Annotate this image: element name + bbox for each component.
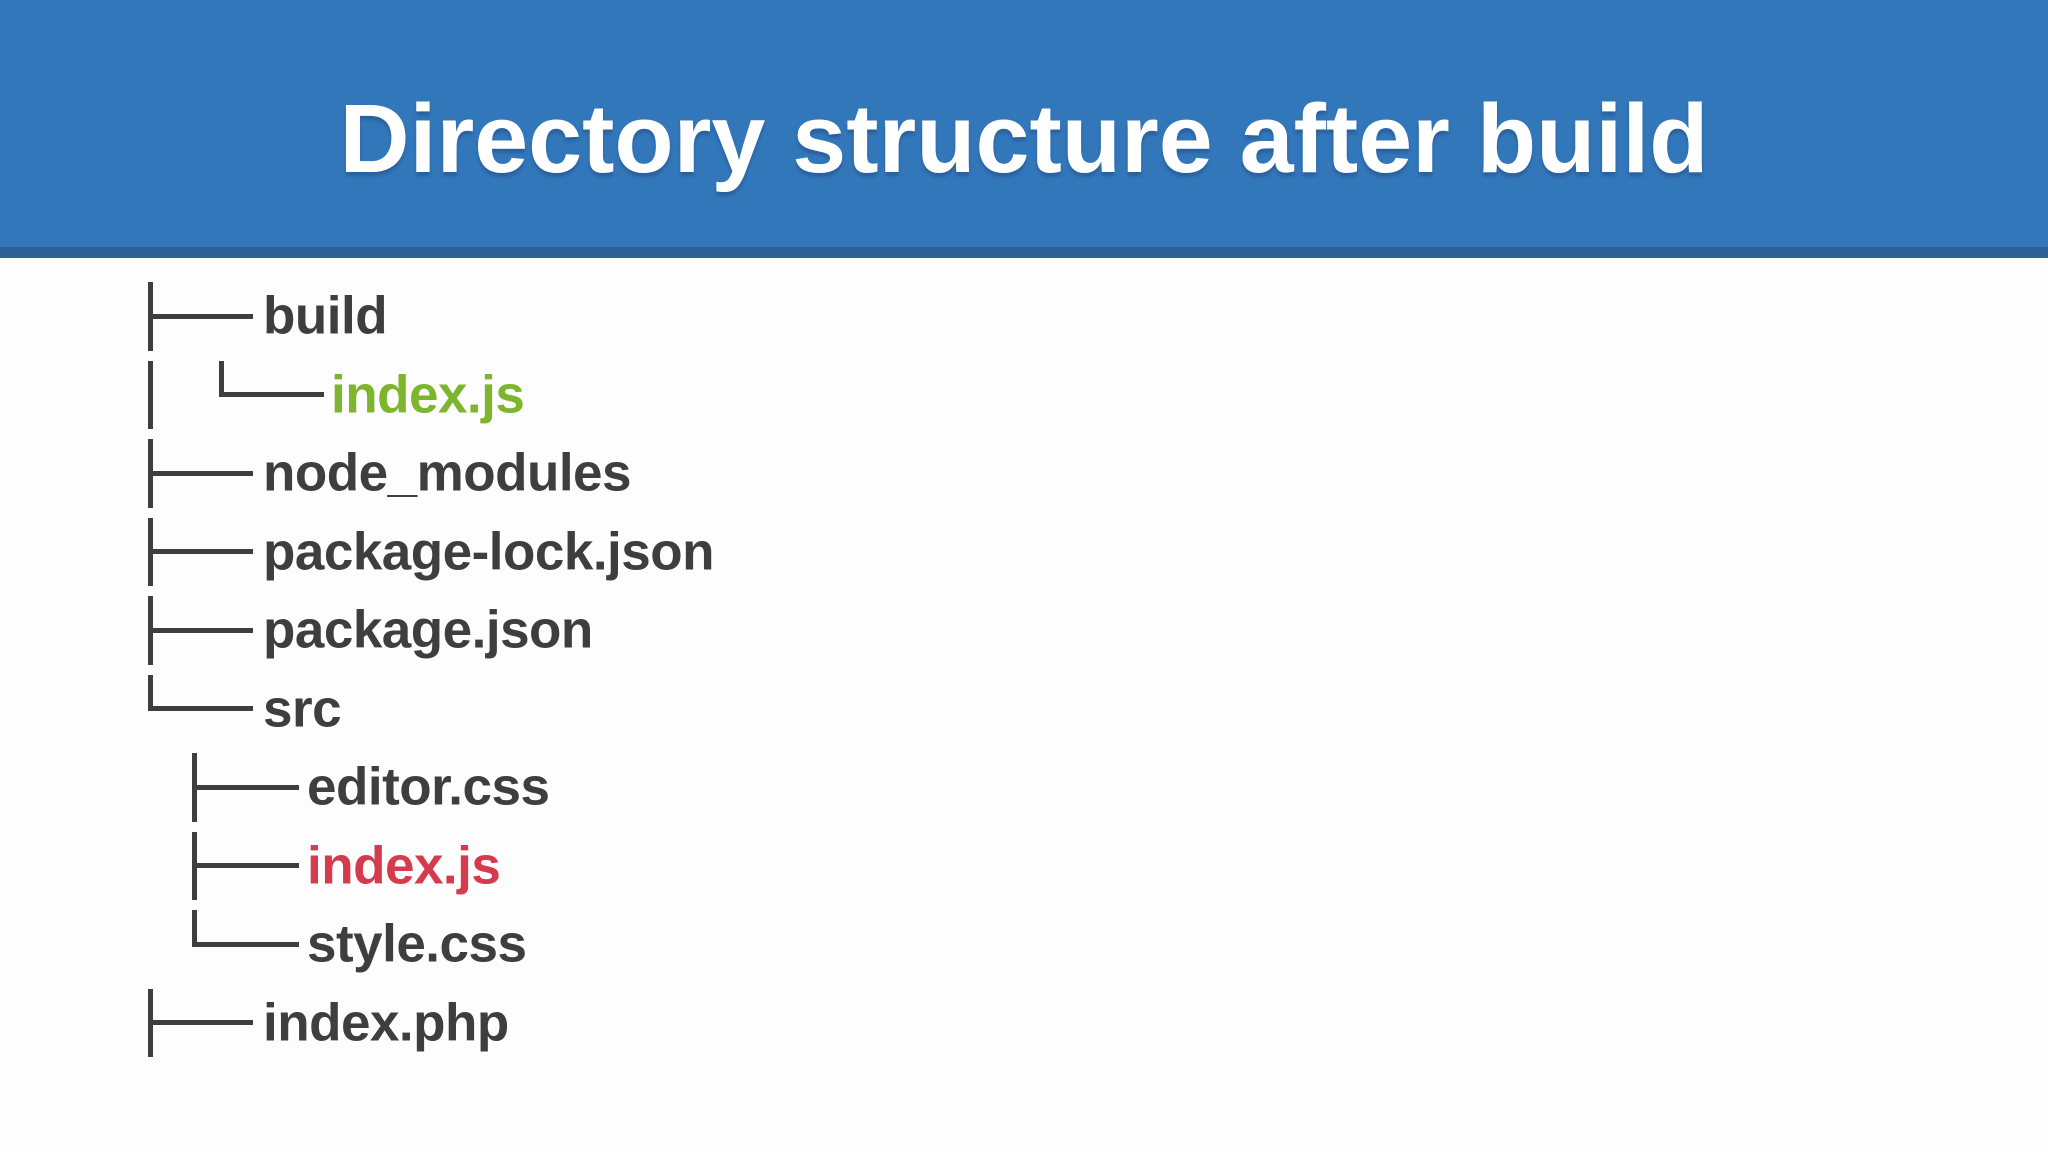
tree-item-label: package.json (263, 600, 593, 660)
tree-row: package-lock.json (0, 513, 2048, 592)
tree-connector-line (148, 360, 153, 429)
tree-connector-line (192, 941, 299, 947)
tree-row: package.json (0, 591, 2048, 670)
tree-connector-line (148, 549, 253, 555)
tree-connector-line (148, 313, 253, 319)
tree-connector-line (148, 627, 253, 633)
header-accent-strip (0, 247, 2048, 258)
tree-row: build (0, 277, 2048, 356)
tree-item-label: index.js (307, 836, 501, 895)
header-band: Directory structure after build (0, 0, 2048, 247)
tree-item-label: style.css (307, 914, 527, 974)
tree-connector-line (192, 863, 299, 869)
tree-item-label: index.js (331, 365, 525, 424)
tree-item-label: index.php (263, 993, 509, 1052)
tree-item-label: editor.css (307, 757, 550, 817)
tree-connector-line (148, 706, 253, 712)
tree-connector-line (192, 910, 197, 947)
tree-row: node_modules (0, 434, 2048, 513)
tree-row: editor.css (0, 748, 2048, 827)
tree-row: style.css (0, 905, 2048, 984)
tree-connector-line (148, 470, 253, 476)
tree-item-label: node_modules (263, 443, 632, 503)
tree-row: src (0, 670, 2048, 749)
tree-connector-line (148, 674, 153, 712)
tree-connector-line (148, 1020, 253, 1026)
tree-row: index.js (0, 356, 2048, 435)
tree-item-label: package-lock.json (263, 522, 715, 581)
tree-connector-line (219, 360, 224, 398)
page-title: Directory structure after build (339, 84, 1709, 193)
tree-row: index.php (0, 984, 2048, 1063)
tree-connector-line (219, 392, 324, 398)
tree-connector-line (192, 784, 299, 790)
tree-item-label: build (263, 286, 388, 346)
tree-row: index.js (0, 827, 2048, 906)
tree-item-label: src (263, 679, 342, 738)
